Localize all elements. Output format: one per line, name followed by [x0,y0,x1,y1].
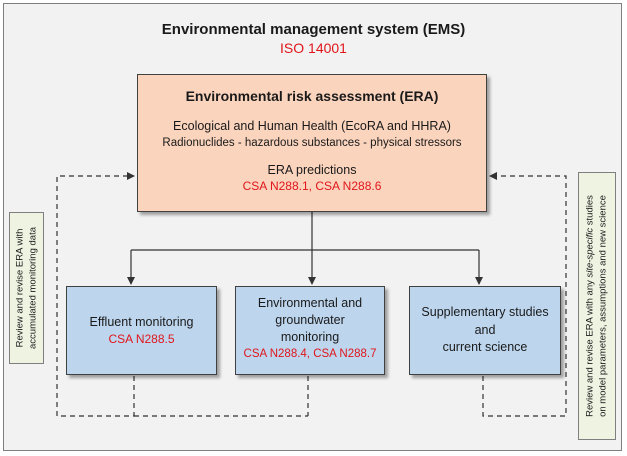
groundwater-line2: groundwater [275,313,345,327]
right-note-line1-pre: Review and revise ERA with any [584,277,596,417]
era-stressors-line: Radionuclides - hazardous substances - p… [162,137,462,149]
supplementary-line3: current science [442,340,528,354]
groundwater-monitoring-box: Environmental and groundwater monitoring… [235,286,385,375]
right-note-line1-post: studies [584,195,596,228]
groundwater-standards: CSA N288.4, CSA N288.7 [243,348,377,360]
era-health-line: Ecological and Human Health (EcoRA and H… [173,119,451,133]
supplementary-studies-box: Supplementary studies and current scienc… [409,286,561,375]
groundwater-line3: monitoring [280,330,340,344]
effluent-title: Effluent monitoring [89,315,194,329]
era-predictions-label: ERA predictions [267,163,357,177]
right-review-note-text: Review and revise ERA with any site-spec… [585,195,610,417]
era-predictions-standards: CSA N288.1, CSA N288.6 [242,179,382,193]
left-review-note: Review and revise ERA with accumulated m… [9,212,44,364]
era-box: Environmental risk assessment (ERA) Ecol… [137,74,487,212]
era-title: Environmental risk assessment (ERA) [185,88,439,104]
feedback-loop-left [56,172,135,417]
left-note-line2: accumulated monitoring data [26,227,38,349]
left-note-line1: Review and revise ERA with [14,228,25,348]
supplementary-line1: Supplementary studies [421,305,549,319]
left-review-note-text: Review and revise ERA with accumulated m… [14,227,39,349]
effluent-monitoring-box: Effluent monitoring CSA N288.5 [66,286,217,375]
right-review-note: Review and revise ERA with any site-spec… [578,172,616,440]
groundwater-line1: Environmental and [257,296,363,310]
iso-standard-label: ISO 14001 [280,40,347,56]
right-note-line2: on model parameters, assumptions and new… [597,195,608,417]
diagram-title: Environmental management system (EMS) [161,21,466,38]
right-note-line1-em: site-specific [584,227,596,278]
right-note-line1: Review and revise ERA with any site-spec… [585,195,598,417]
supplementary-line2: and [474,323,496,337]
effluent-standard: CSA N288.5 [108,332,175,346]
feedback-loop-right [482,172,567,417]
